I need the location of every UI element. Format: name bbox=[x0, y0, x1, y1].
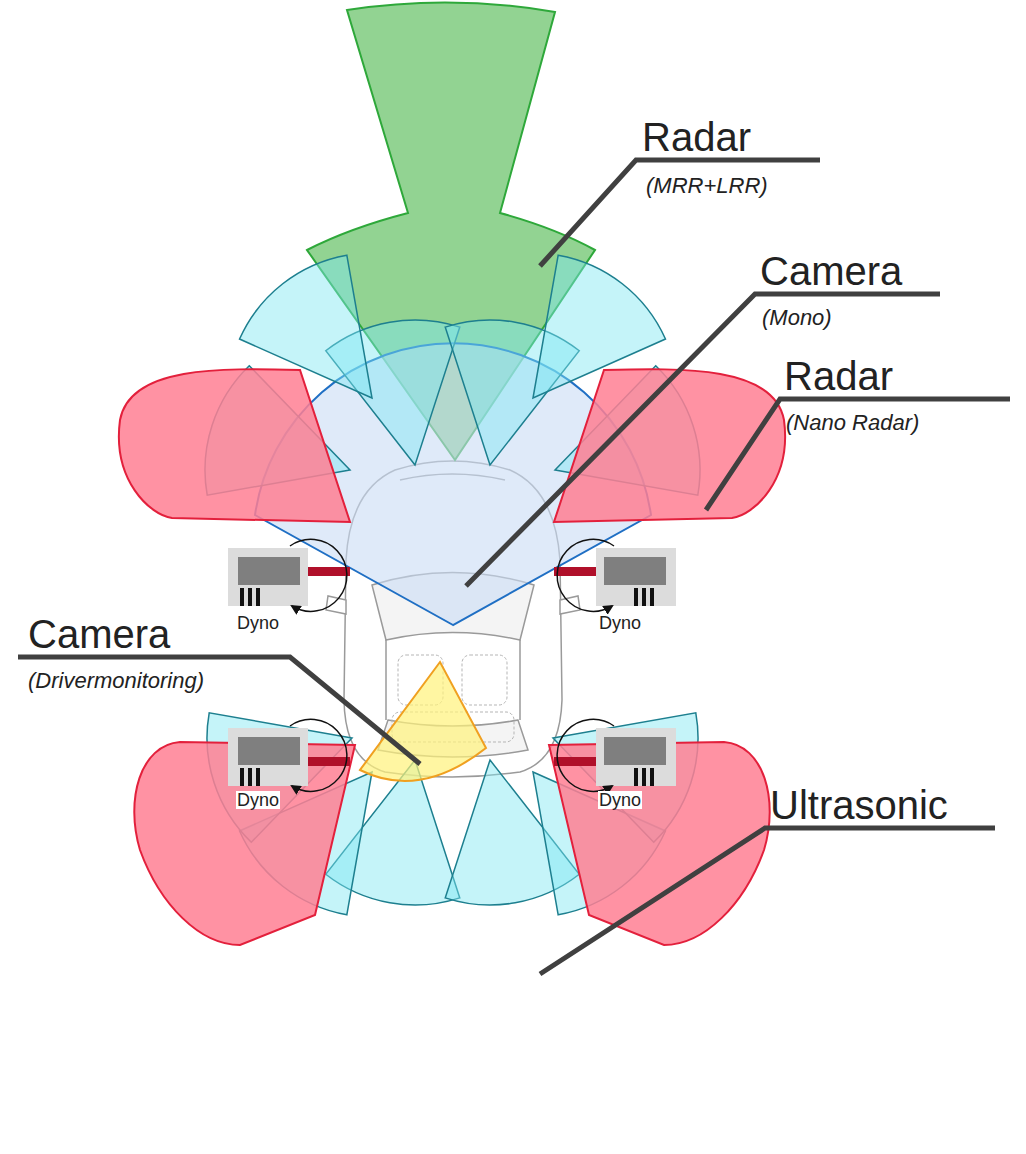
sensor-label: Camera bbox=[28, 614, 170, 654]
dyno-label: Dyno bbox=[236, 791, 280, 809]
sensor-type: (Mono) bbox=[762, 307, 832, 329]
dyno-rig bbox=[228, 719, 350, 791]
dyno-label: Dyno bbox=[598, 614, 642, 632]
sensor-label: Radar bbox=[642, 117, 751, 157]
dyno-rig bbox=[554, 539, 676, 611]
sensor-type: (Drivermonitoring) bbox=[28, 670, 204, 692]
dyno-label: Dyno bbox=[236, 614, 280, 632]
sensor-label: Ultrasonic bbox=[770, 785, 948, 825]
dyno-rig bbox=[554, 719, 676, 791]
sensor-type: (Nano Radar) bbox=[786, 412, 919, 434]
sensor-label: Camera bbox=[760, 251, 902, 291]
sensor-label: Radar bbox=[784, 356, 893, 396]
leader-line bbox=[18, 160, 1010, 974]
dyno-label: Dyno bbox=[598, 791, 642, 809]
sensor-type: (MRR+LRR) bbox=[646, 175, 768, 197]
dyno-rig bbox=[228, 539, 350, 611]
driver-camera-coverage bbox=[360, 662, 486, 781]
